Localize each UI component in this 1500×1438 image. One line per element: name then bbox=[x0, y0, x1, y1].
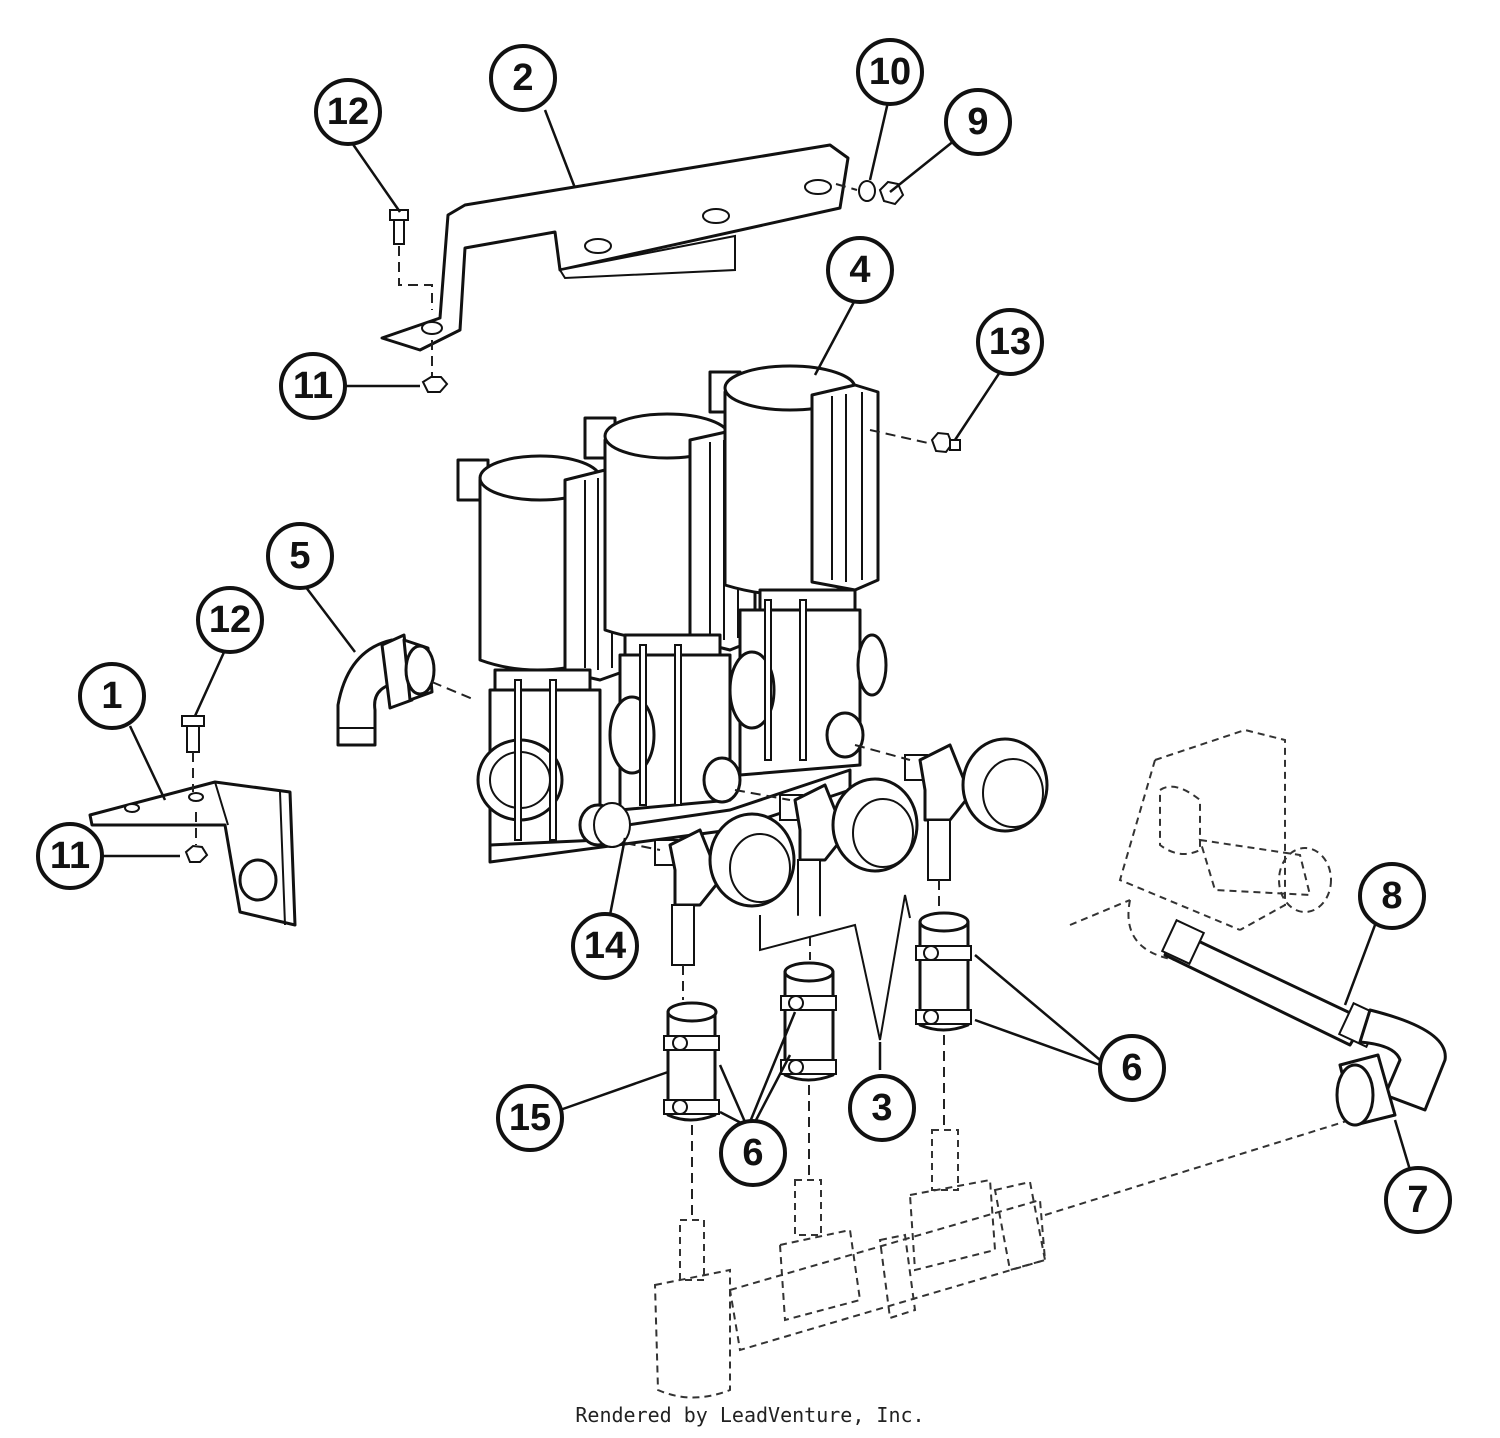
callout-13: 13 bbox=[976, 308, 1044, 376]
hose-coupling-right bbox=[915, 911, 972, 1125]
lower-bracket bbox=[88, 780, 297, 927]
callout-15: 15 bbox=[496, 1084, 564, 1152]
callout-8: 8 bbox=[1358, 862, 1426, 930]
footer-credit: Rendered by LeadVenture, Inc. bbox=[575, 1403, 925, 1427]
svg-text:11: 11 bbox=[293, 365, 333, 407]
quick-connect-fitting-b bbox=[779, 777, 919, 960]
valve-assembly bbox=[456, 364, 888, 864]
leader-lines bbox=[100, 101, 1412, 1171]
hose-coupling-15 bbox=[663, 1001, 720, 1215]
svg-text:11: 11 bbox=[50, 835, 90, 877]
svg-text:2: 2 bbox=[512, 57, 533, 99]
svg-text:6: 6 bbox=[742, 1132, 763, 1174]
callout-10: 10 bbox=[856, 38, 924, 106]
lower-manifold bbox=[653, 1119, 1351, 1399]
hose-8 bbox=[1160, 918, 1383, 1049]
svg-text:5: 5 bbox=[289, 535, 310, 577]
callout-12-top: 12 bbox=[314, 78, 382, 146]
solenoid-valve-left bbox=[456, 454, 630, 847]
svg-text:8: 8 bbox=[1381, 875, 1402, 917]
hex-nut-side bbox=[869, 429, 961, 454]
callout-12-lower: 12 bbox=[196, 586, 264, 654]
quick-connect-fitting-a bbox=[654, 812, 796, 1000]
svg-text:4: 4 bbox=[849, 249, 870, 291]
hose-coupling-mid bbox=[780, 961, 837, 1175]
svg-text:10: 10 bbox=[869, 51, 911, 93]
callout-5: 5 bbox=[266, 522, 334, 590]
elbow-fitting bbox=[336, 633, 476, 747]
callout-7: 7 bbox=[1384, 1166, 1452, 1234]
callout-14: 14 bbox=[571, 912, 639, 980]
callout-1: 1 bbox=[78, 662, 146, 730]
elbow-fitting-7 bbox=[1335, 1008, 1447, 1127]
svg-text:6: 6 bbox=[1121, 1047, 1142, 1089]
callout-11-lower: 11 bbox=[36, 822, 104, 890]
svg-text:3: 3 bbox=[871, 1087, 892, 1129]
svg-text:9: 9 bbox=[967, 101, 988, 143]
fitting-14 bbox=[593, 802, 631, 848]
quick-connect-fittings bbox=[654, 737, 1049, 1041]
flange-bolt-top bbox=[389, 209, 433, 310]
callout-6-left: 6 bbox=[719, 1119, 787, 1187]
svg-text:1: 1 bbox=[101, 675, 122, 717]
upper-bracket bbox=[380, 143, 850, 352]
quick-connect-fitting-c bbox=[904, 737, 1049, 910]
callout-2: 2 bbox=[489, 44, 557, 112]
callout-3: 3 bbox=[848, 1074, 916, 1142]
hex-nut-lower bbox=[184, 812, 209, 863]
callout-4: 4 bbox=[826, 236, 894, 304]
solenoid-valve-right bbox=[708, 364, 888, 777]
svg-text:7: 7 bbox=[1407, 1179, 1428, 1221]
flange-bolt-lower bbox=[181, 715, 205, 792]
svg-text:13: 13 bbox=[989, 321, 1031, 363]
tank-fitting-reference bbox=[1069, 728, 1332, 962]
svg-text:15: 15 bbox=[509, 1097, 551, 1139]
svg-text:12: 12 bbox=[209, 599, 251, 641]
callout-11-top: 11 bbox=[279, 352, 347, 420]
callout-9: 9 bbox=[944, 88, 1012, 156]
callout-6-right: 6 bbox=[1098, 1034, 1166, 1102]
svg-text:14: 14 bbox=[584, 925, 626, 967]
hex-nut-top bbox=[421, 340, 449, 393]
washer-and-nut bbox=[835, 180, 905, 206]
svg-text:12: 12 bbox=[327, 91, 369, 133]
